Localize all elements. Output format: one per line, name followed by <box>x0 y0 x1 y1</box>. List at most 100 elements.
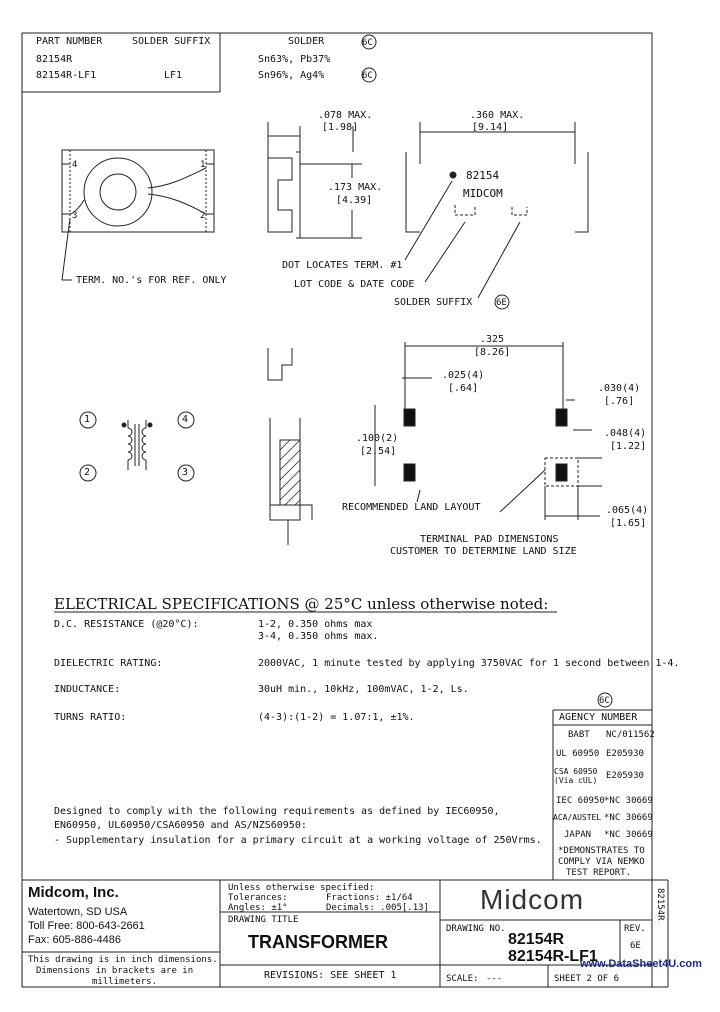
agency-number: *NC 30669 <box>604 813 653 823</box>
term-ref-note: TERM. NO.'s FOR REF. ONLY <box>76 275 227 286</box>
rev-6e-bubble <box>494 294 510 310</box>
drawing-no-label: DRAWING NO. <box>446 924 506 934</box>
drawing-no-2: 82154R-LF1 <box>508 948 598 965</box>
solder-suffix-callout: SOLDER SUFFIX <box>394 297 473 308</box>
land-pad-gap-mm: [2.54] <box>360 446 397 457</box>
dim-length-mm: [9.14] <box>472 122 509 133</box>
term-length-mm: [1.65] <box>610 518 647 529</box>
company-name: Midcom, Inc. <box>28 884 119 901</box>
units-note-2: Dimensions in brackets are in <box>36 966 194 976</box>
marking-brand: MIDCOM <box>463 187 503 200</box>
agency-note: COMPLY VIA NEMKO <box>558 857 645 867</box>
scale-value: --- <box>486 974 503 984</box>
dim-height-max: .173 MAX. <box>328 182 383 193</box>
term-length: .065(4) <box>606 505 649 516</box>
part-number-2: 82154R-LF1 <box>36 70 97 81</box>
land-pad-gap: .100(2) <box>356 433 399 444</box>
col-header-solder-suffix: SOLDER SUFFIX <box>132 36 211 47</box>
terminal-note-1: TERMINAL PAD DIMENSIONS <box>420 534 559 545</box>
pin-label-1: 1 <box>200 160 206 170</box>
schematic-pin-4 <box>177 411 195 429</box>
spec-value-dcr: 1-2, 0.350 ohms max <box>258 619 373 630</box>
land-pad <box>555 463 568 482</box>
sheet-border <box>21 32 653 988</box>
tolerance-label: Tolerances: <box>228 893 288 903</box>
agency-number: E205930 <box>606 749 644 759</box>
land-pitch-mm: [8.26] <box>474 347 511 358</box>
spec-value-dcr-2: 3-4, 0.350 ohms max. <box>258 631 379 642</box>
tolerance-decimals: Decimals: .005[.13] <box>326 903 429 913</box>
dim-height-mm: [4.39] <box>336 195 373 206</box>
pin1-dot <box>449 171 457 179</box>
pin-label-3: 3 <box>72 211 78 221</box>
company-fax: Fax: 605-886-4486 <box>28 934 121 946</box>
agency-name: JAPAN <box>564 830 592 840</box>
rev-bubble-label: 6C <box>599 696 610 706</box>
agency-name: BABT <box>568 730 590 740</box>
land-pad <box>555 408 568 427</box>
rev-6c-bubble <box>361 67 377 83</box>
col-header-solder: SOLDER <box>288 36 325 47</box>
rev-bubble-label: 6C <box>362 38 373 48</box>
schematic-pin-2 <box>79 464 97 482</box>
land-pad <box>403 463 416 482</box>
spec-value-turns: (4-3):(1-2) = 1.07:1, ±1%. <box>258 712 415 723</box>
agency-number: *NC 30669 <box>604 830 653 840</box>
company-toll-free: Toll Free: 800-643-2661 <box>28 920 145 932</box>
land-pitch: .325 <box>480 334 505 345</box>
agency-name: ACA/AUSTEL <box>553 813 602 822</box>
spec-value-inductance: 30uH min., 10kHz, 100mVAC, 1-2, Ls. <box>258 684 469 695</box>
compliance-line-3: - Supplementary insulation for a primary… <box>54 835 542 846</box>
rev-6c-bubble <box>597 692 613 708</box>
col-header-part-number: PART NUMBER <box>36 36 103 47</box>
schematic-pin-3 <box>177 464 195 482</box>
tolerance-fractions: Fractions: ±1/64 <box>326 893 413 903</box>
agency-note: TEST REPORT. <box>566 868 632 878</box>
company-city: Watertown, SD USA <box>28 906 128 918</box>
dim-length-max: .360 MAX. <box>470 110 525 121</box>
midcom-logo: Midcom <box>480 884 585 915</box>
rev-6c-bubble <box>361 34 377 50</box>
agency-name: UL 60950 <box>556 749 600 759</box>
scale-label: SCALE: <box>446 974 479 984</box>
spec-value-dielectric: 2000VAC, 1 minute tested by applying 375… <box>258 658 680 669</box>
term-width: .030(4) <box>598 383 641 394</box>
rev-bubble-label: 6E <box>496 298 507 308</box>
agency-note: *DEMONSTRATES TO <box>558 846 645 856</box>
side-label: 82154R <box>655 888 665 921</box>
tolerance-header: Unless otherwise specified: <box>228 883 375 893</box>
part-number-1: 82154R <box>36 54 73 65</box>
rev-value: 6E <box>630 941 641 951</box>
terminal-note-2: CUSTOMER TO DETERMINE LAND SIZE <box>390 546 577 557</box>
hatch-pattern <box>279 439 301 506</box>
compliance-line-2: EN60950, UL60950/CSA60950 and AS/NZS6095… <box>54 820 307 831</box>
spec-label-turns: TURNS RATIO: <box>54 712 127 723</box>
drawing-title: TRANSFORMER <box>248 932 388 952</box>
toroid-core-inner <box>99 173 137 211</box>
dot-locates-callout: DOT LOCATES TERM. #1 <box>282 260 403 271</box>
revisions-note: REVISIONS: SEE SHEET 1 <box>264 970 397 981</box>
lot-code-callout: LOT CODE & DATE CODE <box>294 279 415 290</box>
drawing-no-1: 82154R <box>508 931 565 948</box>
watermark: www.DataSheet4U.com <box>580 958 702 970</box>
term-width-mm: [.76] <box>604 396 635 407</box>
schematic-pin-label-2: 2 <box>84 467 91 478</box>
terminal-pad-outline <box>544 457 579 487</box>
pin-label-4: 4 <box>72 160 78 170</box>
spec-label-dielectric: DIELECTRIC RATING: <box>54 658 163 669</box>
units-note-3: millimeters. <box>92 977 158 987</box>
dim-width-mm: [1.98] <box>322 122 359 133</box>
units-note-1: This drawing is in inch dimensions. <box>28 955 218 965</box>
agency-number: E205930 <box>606 771 644 781</box>
tolerance-angles: Angles: ±1° <box>228 903 288 913</box>
agency-header: AGENCY NUMBER <box>559 712 638 723</box>
spec-label-inductance: INDUCTANCE: <box>54 684 121 695</box>
agency-number: NC/011562 <box>606 730 655 740</box>
spec-label-dcr: D.C. RESISTANCE (@20°C): <box>54 619 199 630</box>
marking-part: 82154 <box>466 169 500 182</box>
spec-title: ELECTRICAL SPECIFICATIONS @ 25°C unless … <box>54 595 549 613</box>
agency-name: IEC 60950 <box>556 796 605 806</box>
compliance-line-1: Designed to comply with the following re… <box>54 806 500 817</box>
toroid-core-outer <box>83 157 153 227</box>
